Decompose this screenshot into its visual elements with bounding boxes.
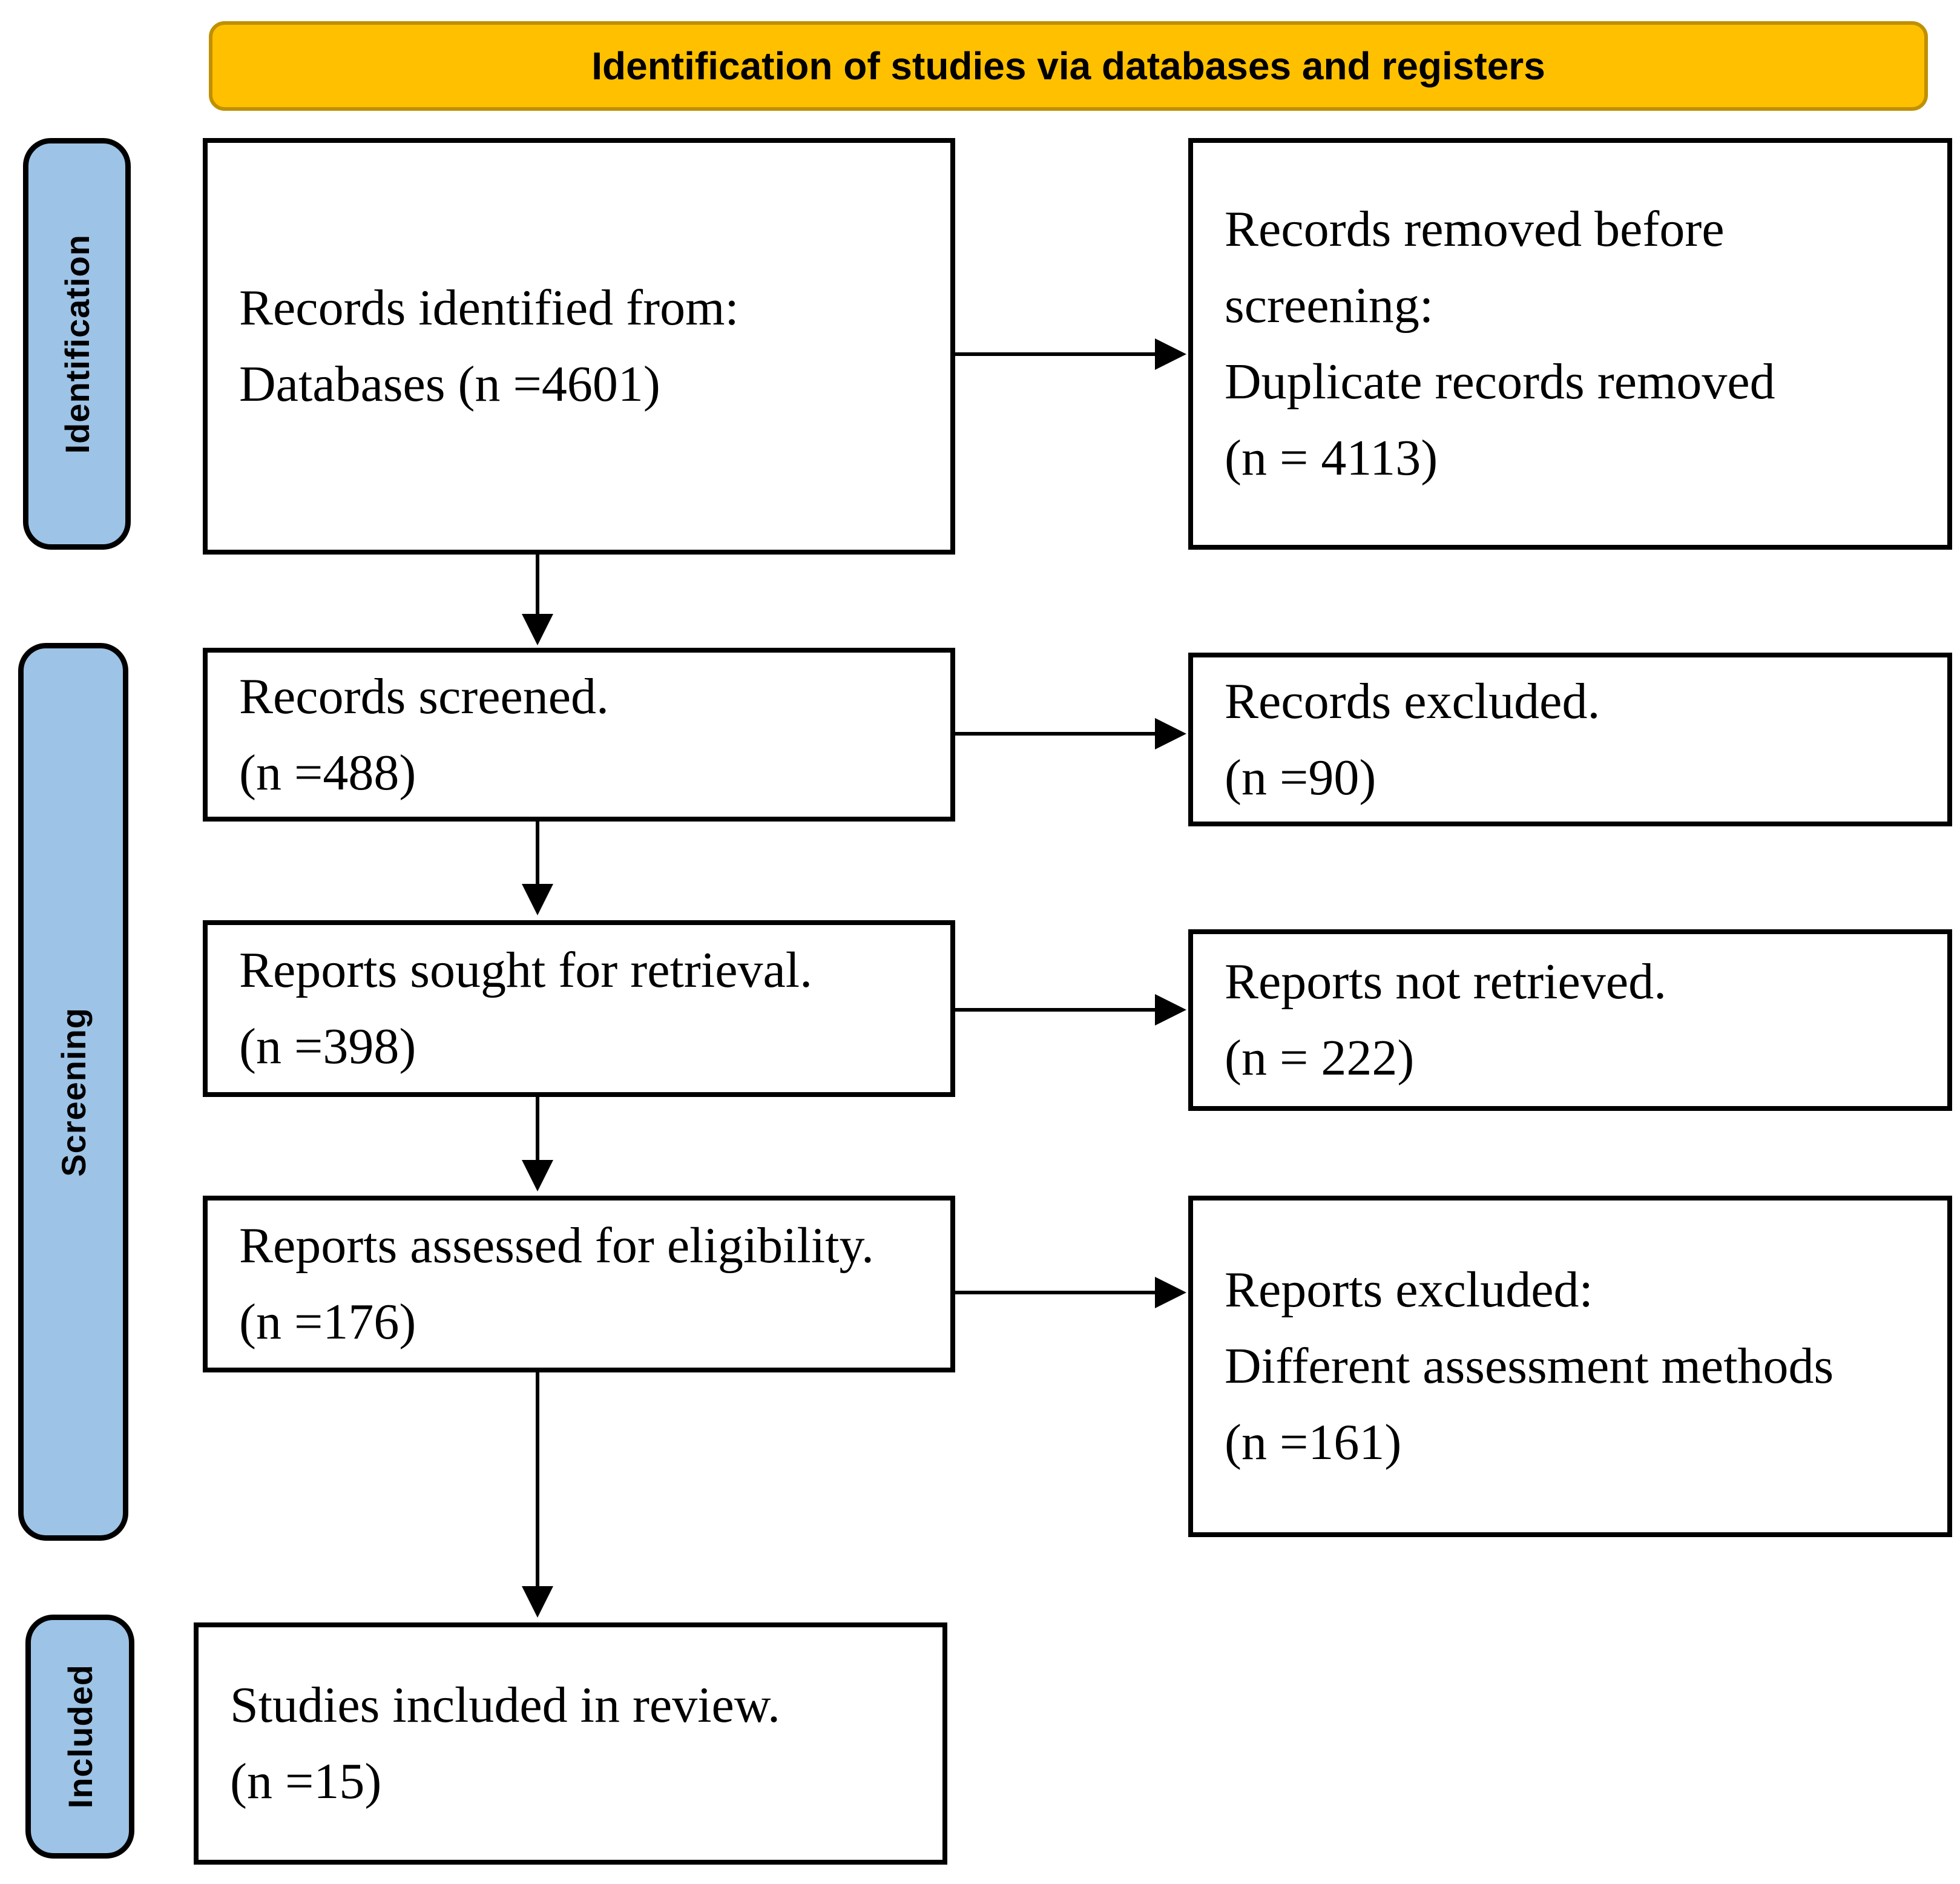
box-records-identified: Records identified from: Databases (n =4… [203,138,955,555]
box-text-line: Records excluded. [1225,673,1600,730]
box-text-line: Studies included in review. [230,1677,781,1733]
box-text-line: Databases (n =4601) [239,356,660,412]
box-reports-excluded: Reports excluded: Different assessment m… [1188,1196,1952,1537]
box-text-line: (n =161) [1225,1414,1402,1471]
stage-label-text: Identification [58,234,96,454]
banner-title: Identification of studies via databases … [591,44,1545,88]
box-text-line: (n = 4113) [1225,430,1438,486]
box-text-line: (n =90) [1225,749,1376,806]
box-text-line: Reports assessed for eligibility. [239,1217,875,1274]
box-text-line: (n =488) [239,744,416,801]
box-text-line: Reports excluded: [1225,1262,1593,1318]
box-text-line: screening: [1225,277,1434,334]
banner: Identification of studies via databases … [209,21,1928,111]
box-text-line: Records identified from: [239,280,739,336]
stage-label-identification: Identification [23,138,131,550]
stage-label-text: Included [61,1664,99,1809]
box-records-removed: Records removed before screening: Duplic… [1188,138,1952,550]
box-text-line: Reports sought for retrieval. [239,942,813,998]
box-text-line: (n =398) [239,1018,416,1075]
box-text-line: (n = 222) [1225,1030,1415,1086]
stage-label-text: Screening [54,1007,93,1177]
stage-label-included: Included [25,1615,134,1859]
box-studies-included: Studies included in review. (n =15) [194,1622,947,1865]
box-reports-sought: Reports sought for retrieval. (n =398) [203,920,955,1097]
box-text-line: Reports not retrieved. [1225,954,1667,1010]
box-text-line: (n =15) [230,1753,382,1810]
box-reports-not-retrieved: Reports not retrieved. (n = 222) [1188,929,1952,1111]
box-records-excluded: Records excluded. (n =90) [1188,653,1952,826]
box-text-line: Duplicate records removed [1225,354,1775,410]
box-records-screened: Records screened. (n =488) [203,648,955,822]
box-text-line: Records screened. [239,668,610,725]
box-text-line: (n =176) [239,1294,416,1350]
stage-label-screening: Screening [18,643,128,1541]
box-reports-assessed: Reports assessed for eligibility. (n =17… [203,1196,955,1372]
box-text-line: Different assessment methods [1225,1338,1834,1394]
box-text-line: Records removed before [1225,201,1725,257]
